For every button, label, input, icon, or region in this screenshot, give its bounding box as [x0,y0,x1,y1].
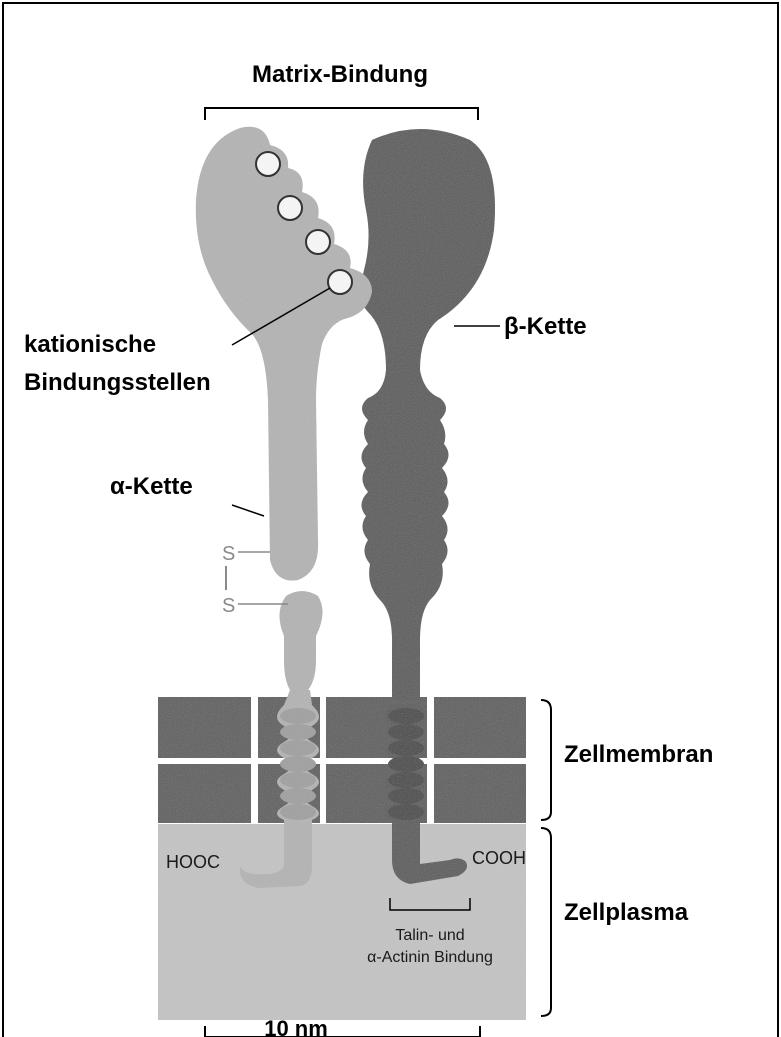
cytoplasm-bracket [541,828,551,1016]
hooc-label: HOOC [166,852,220,872]
s-top-label: S [222,543,235,565]
cell-membrane-label: Zellmembran [564,741,713,768]
membrane-bracket [541,700,551,820]
alpha-chain-label: α-Kette [110,473,193,500]
matrix-binding-label: Matrix-Bindung [252,61,428,88]
scale-bracket [205,1026,480,1037]
cation-sites-label-line2: Bindungsstellen [24,369,211,396]
cytoplasm-label: Zellplasma [564,899,689,926]
cation-sites-label-line1: kationische [24,331,156,358]
talin-label-line1: Talin- und [395,927,464,944]
scale-label: 10 nm [264,1016,328,1037]
matrix-binding-bracket [205,108,478,120]
alpha-chain-pointer [232,505,264,516]
cell-membrane [158,697,526,823]
s-bottom-label: S [222,595,235,617]
talin-label-line2: α-Actinin Bindung [367,949,493,966]
beta-chain-label: β-Kette [504,313,587,340]
cooh-label: COOH [472,848,526,868]
